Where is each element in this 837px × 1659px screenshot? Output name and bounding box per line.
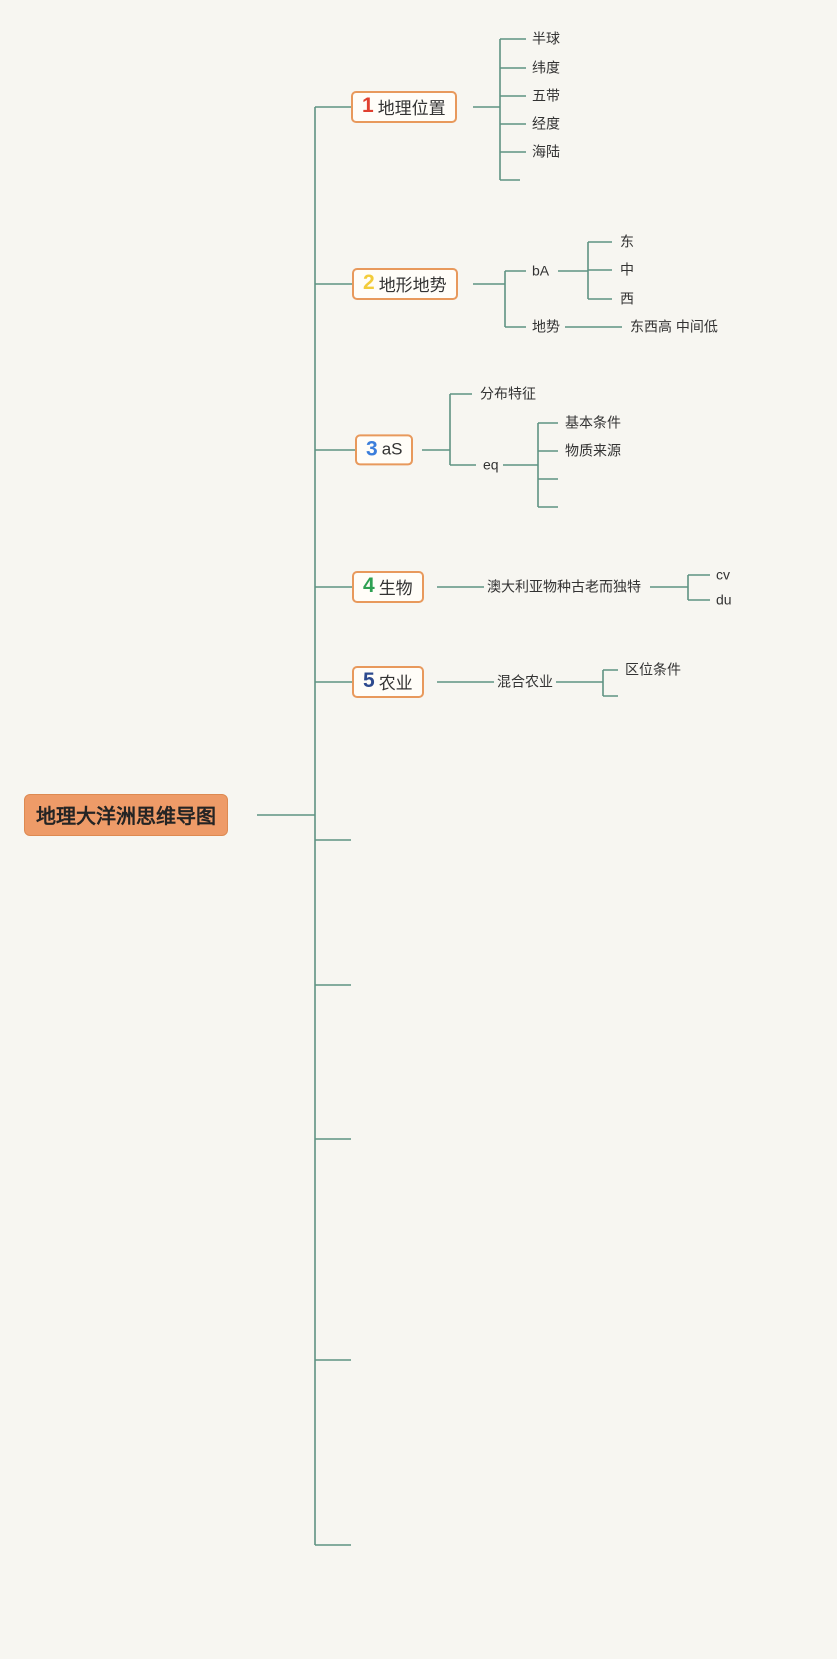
branch2-bracket: [473, 270, 526, 328]
branch1-bracket: [473, 38, 526, 181]
branch-1-label: 地理位置: [377, 99, 446, 118]
root-node[interactable]: 地理大洋洲思维导图: [24, 794, 228, 836]
branch-node-2[interactable]: 2 地形地势: [352, 268, 458, 300]
child-node[interactable]: 海陆: [532, 143, 560, 160]
child-node[interactable]: 五带: [532, 87, 560, 104]
child-node[interactable]: 物质来源: [565, 442, 621, 459]
branch5-bracket: [437, 669, 618, 697]
child-node[interactable]: du: [716, 591, 732, 608]
branch-node-5[interactable]: 5 农业: [352, 666, 424, 698]
child-node[interactable]: 西: [620, 290, 634, 307]
child-node[interactable]: eq: [483, 456, 499, 473]
branch-2-label: 地形地势: [378, 276, 447, 295]
child-node[interactable]: cv: [716, 566, 730, 583]
branch-node-1[interactable]: 1 地理位置: [351, 91, 457, 123]
child-node[interactable]: 基本条件: [565, 414, 621, 431]
child-node[interactable]: 东: [620, 233, 634, 250]
child-node[interactable]: 经度: [532, 115, 560, 132]
child-node[interactable]: 中: [620, 261, 634, 278]
branch-2-number: 2: [363, 271, 375, 295]
branch4-bracket: [437, 574, 710, 601]
branch-1-number: 1: [362, 94, 374, 118]
child-node[interactable]: 纬度: [532, 59, 560, 76]
child-node[interactable]: 分布特征: [480, 385, 536, 402]
child-node[interactable]: 混合农业: [497, 673, 553, 690]
child-node[interactable]: bA: [532, 262, 550, 279]
child-node[interactable]: 区位条件: [625, 661, 681, 678]
child-node[interactable]: 地势: [532, 318, 560, 335]
branch-node-3[interactable]: 3 aS: [355, 434, 414, 466]
child-node[interactable]: 半球: [532, 30, 560, 47]
branch-4-label: 生物: [378, 579, 413, 598]
branch-4-number: 4: [363, 574, 375, 598]
branch-3-number: 3: [366, 437, 378, 461]
branch-3-label: aS: [381, 439, 403, 459]
branch-stub-lines: [315, 106, 355, 1546]
branch3-bracket: [422, 393, 476, 466]
branch-node-4[interactable]: 4 生物: [352, 571, 424, 603]
child-node[interactable]: 澳大利亚物种古老而独特: [487, 578, 641, 595]
branch2-bA-bracket: [558, 241, 612, 300]
branch-5-number: 5: [363, 669, 375, 693]
branch-5-label: 农业: [378, 674, 413, 693]
child-node[interactable]: 东西高 中间低: [630, 318, 718, 335]
branch3-eq-bracket: [503, 422, 558, 508]
